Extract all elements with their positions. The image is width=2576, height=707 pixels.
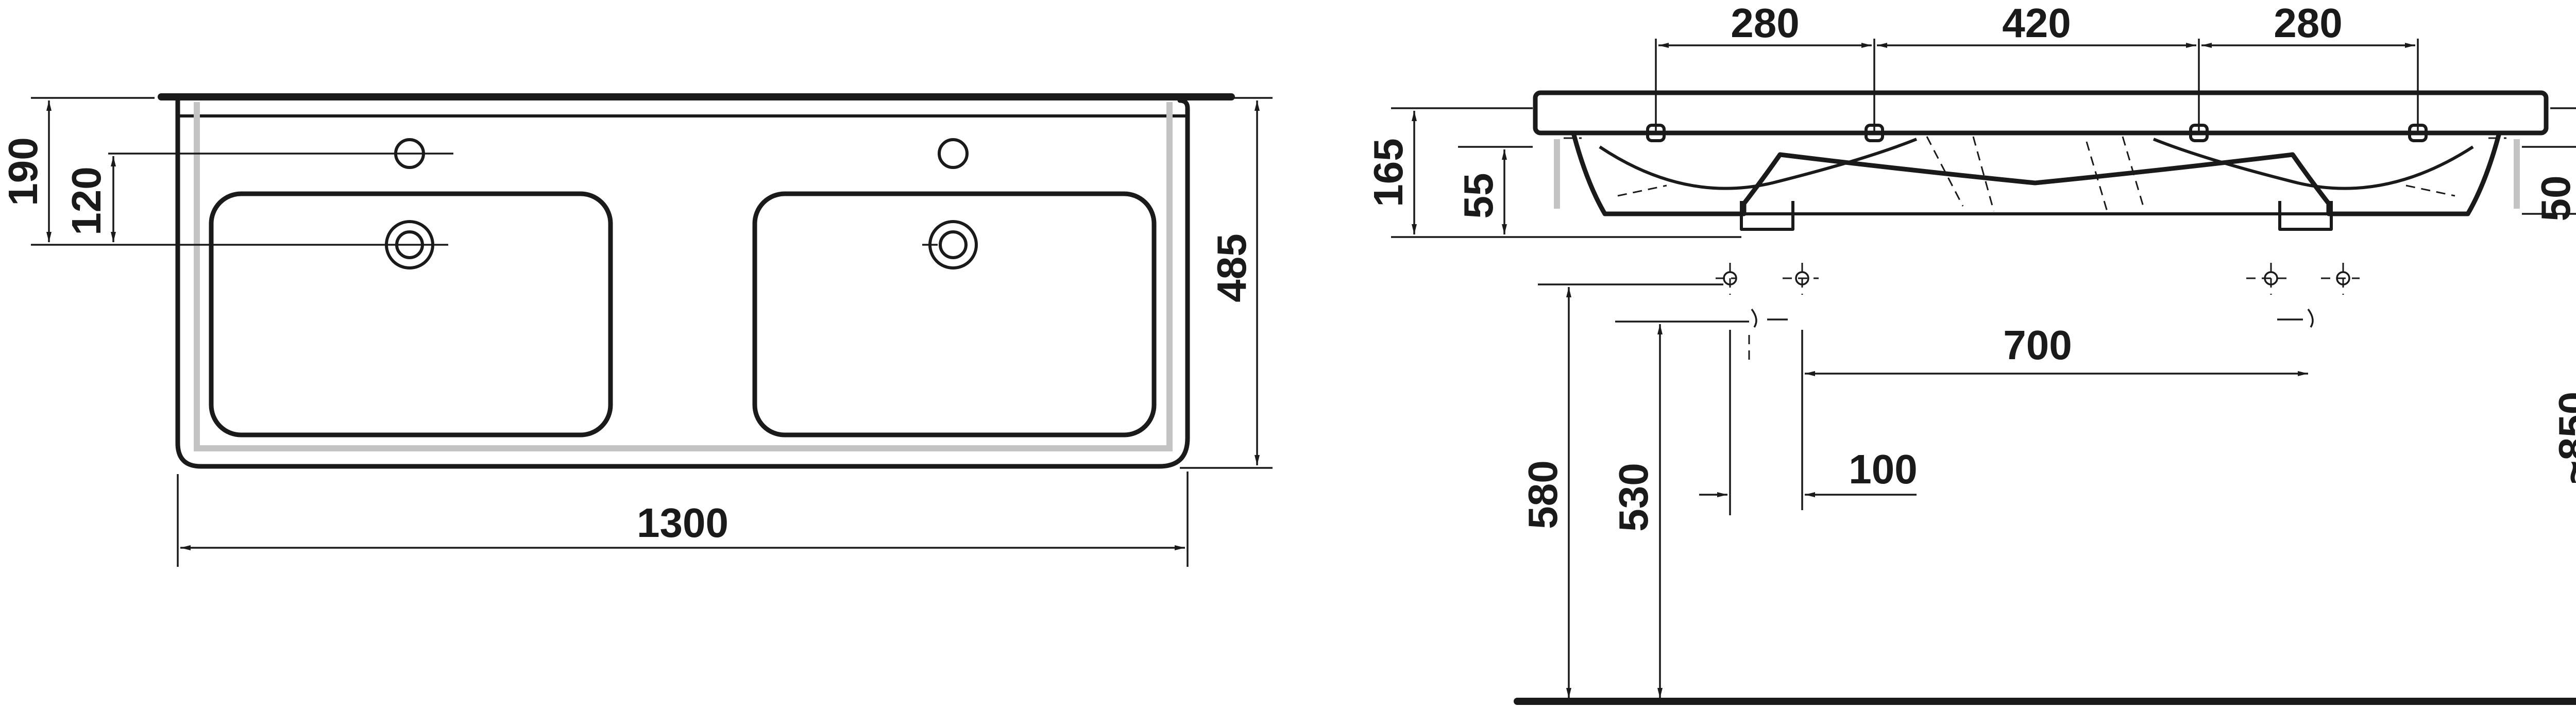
dim-190: 190 <box>0 137 46 206</box>
dim-50: 50 <box>2533 176 2576 222</box>
basin-outline <box>175 94 1190 469</box>
dim-530: 530 <box>1611 463 1656 531</box>
drain-channel-frame <box>194 102 1173 451</box>
dim-280-b: 280 <box>2274 0 2342 46</box>
plan-view: 190 120 485 1300 <box>0 93 1273 567</box>
bowl-section-right <box>2153 138 2474 190</box>
dim-580: 580 <box>1520 460 1566 529</box>
dim-1300: 1300 <box>637 500 728 546</box>
dim-485: 485 <box>1209 233 1255 302</box>
dim-700: 700 <box>2003 322 2072 368</box>
dim-55: 55 <box>1455 173 1501 219</box>
basin-underside <box>1571 132 2501 216</box>
bowl-left <box>209 191 613 437</box>
supply-connections-left <box>1716 263 1819 328</box>
waste-outlet-right <box>922 220 978 270</box>
dim-100: 100 <box>1849 446 1917 492</box>
dim-280-a: 280 <box>1731 0 1799 46</box>
supply-connections-right <box>2246 263 2360 328</box>
tap-hole-right <box>938 138 969 169</box>
hidden-lines <box>1564 136 2506 212</box>
bowl-right <box>752 191 1157 437</box>
dim-120: 120 <box>63 166 109 235</box>
waste-trap-right <box>2278 201 2333 231</box>
bowl-section-left <box>1599 138 1918 190</box>
waste-trap-left <box>1740 201 1794 231</box>
dim-850: ~850 <box>2550 392 2576 484</box>
dim-165: 165 <box>1365 138 1411 207</box>
dim-420: 420 <box>2002 0 2071 46</box>
elevation-view: 280 420 280 165 55 50 ~850 <box>1365 0 2576 705</box>
countertop-slab <box>1533 90 2549 136</box>
